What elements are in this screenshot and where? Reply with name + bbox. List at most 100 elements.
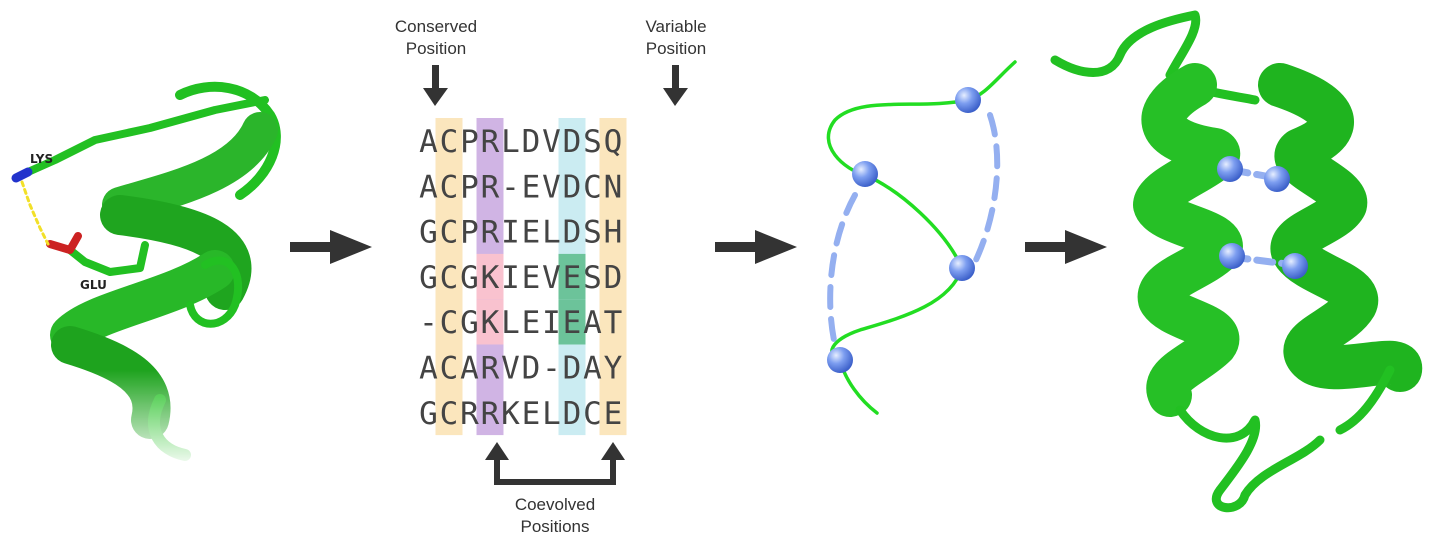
residue-letter: H: [604, 215, 623, 251]
arrow-right-1: [290, 230, 372, 264]
residue-letter: L: [501, 305, 520, 341]
residue-letter: A: [583, 305, 602, 341]
folded-structure: [1050, 10, 1422, 513]
residue-letter: L: [501, 124, 520, 160]
residue-node: [955, 87, 981, 113]
residue-letter: C: [583, 396, 602, 432]
coevolved-label-line1: Coevolved: [515, 495, 595, 514]
residue-letter: I: [542, 305, 561, 341]
glu-oxygens: [46, 232, 82, 254]
cell-highlight: [558, 299, 586, 345]
residue-letter: G: [419, 396, 438, 432]
residue-letter: L: [542, 215, 561, 251]
fade-overlay: [0, 370, 300, 470]
arrow-right-2: [715, 230, 797, 264]
residue-letter: E: [522, 396, 541, 432]
lys-sidechain: [24, 96, 269, 176]
residue-letter: P: [460, 124, 479, 160]
alignment-highlights: [435, 118, 627, 436]
residue-letter: R: [481, 169, 500, 205]
residue-letter: V: [542, 124, 561, 160]
conserved-label-line2: Position: [406, 39, 466, 58]
residue-letter: I: [501, 260, 520, 296]
hbond-dashes: [20, 180, 50, 246]
residue-letter: C: [440, 215, 459, 251]
arrow-right-3: [1025, 230, 1107, 264]
residue-letter: Q: [604, 124, 623, 160]
residue-letter: Y: [604, 351, 623, 387]
variable-down-arrow: [663, 65, 688, 106]
residue-letter: R: [460, 396, 479, 432]
right-tail: [1335, 365, 1395, 435]
coevolved-label-line2: Positions: [521, 517, 590, 536]
lys-nitrogen: [11, 167, 33, 183]
residue-letter: R: [481, 351, 500, 387]
residue-letter: R: [481, 396, 500, 432]
residue-node: [949, 255, 975, 281]
residue-letter: A: [583, 351, 602, 387]
residue-letter: K: [481, 260, 500, 296]
conserved-down-arrow: [423, 65, 448, 106]
residue-letter: D: [522, 124, 541, 160]
contact-dash-1: [972, 112, 1001, 265]
residue-letter: P: [460, 215, 479, 251]
residue-letter: E: [604, 396, 623, 432]
chain-line: [826, 60, 1017, 415]
residue-letter: S: [583, 215, 602, 251]
coevolved-bracket: [485, 442, 625, 485]
residue-node: [1264, 166, 1290, 192]
residue-letter: C: [440, 351, 459, 387]
residue-letter: A: [419, 351, 438, 387]
residue-letter: E: [522, 260, 541, 296]
ring-loop: [186, 256, 243, 328]
residue-letter: S: [583, 260, 602, 296]
residue-letter: -: [501, 169, 520, 205]
residue-letter: C: [440, 124, 459, 160]
helix-a: [1133, 63, 1243, 417]
residue-letter: G: [460, 260, 479, 296]
residue-letter: -: [542, 351, 561, 387]
residue-letter: E: [522, 169, 541, 205]
residue-letter: T: [604, 305, 623, 341]
residue-node: [1219, 243, 1245, 269]
residue-letter: D: [563, 351, 582, 387]
backbone-loop: [175, 81, 281, 200]
residue-letter: D: [522, 351, 541, 387]
residue-letter: A: [419, 169, 438, 205]
residue-letter: N: [604, 169, 623, 205]
residue-letter: A: [460, 351, 479, 387]
residue-letter: R: [481, 215, 500, 251]
residue-node: [852, 161, 878, 187]
residue-letter: E: [563, 305, 582, 341]
cell-highlight: [476, 299, 504, 345]
residue-letter: V: [501, 351, 520, 387]
residue-letter: C: [440, 260, 459, 296]
residue-letter: -: [419, 305, 438, 341]
residue-letter: C: [440, 169, 459, 205]
residue-letter: R: [481, 124, 500, 160]
residue-letter: D: [604, 260, 623, 296]
residue-letter: I: [501, 215, 520, 251]
variable-label-line1: Variable: [645, 17, 706, 36]
bottom-loop: [1175, 405, 1325, 513]
residue-letter: G: [419, 215, 438, 251]
residue-letter: A: [419, 124, 438, 160]
lys-label: LYS: [30, 152, 53, 166]
column-highlight: [599, 118, 627, 436]
helix-turn-3: [50, 250, 235, 355]
residue-letter: E: [522, 305, 541, 341]
contact-schematic: [826, 60, 1017, 415]
residue-letter: S: [583, 124, 602, 160]
residue-letter: K: [501, 396, 520, 432]
residue-letter: D: [563, 215, 582, 251]
residue-letter: V: [542, 260, 561, 296]
residue-letter: C: [440, 305, 459, 341]
residue-letter: G: [460, 305, 479, 341]
variable-label-line2: Position: [646, 39, 706, 58]
conserved-label-line1: Conserved: [395, 17, 477, 36]
top-loop: [1050, 10, 1260, 105]
residue-letter: E: [522, 215, 541, 251]
